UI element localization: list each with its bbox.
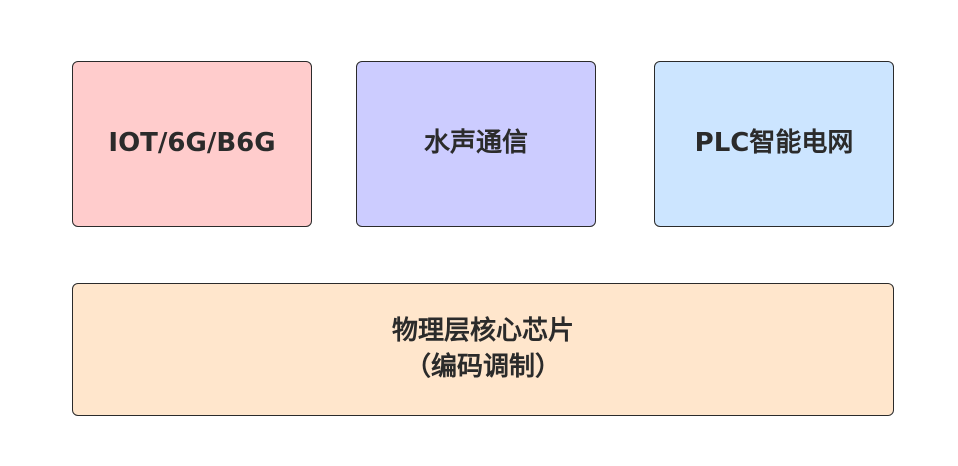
underwater-acoustic-box: 水声通信	[356, 61, 596, 227]
physical-layer-core-chip-box: 物理层核心芯片 （编码调制）	[72, 283, 894, 416]
core-chip-title: 物理层核心芯片	[391, 316, 574, 347]
iot-6g-b6g-box: IOT/6G/B6G	[72, 61, 312, 227]
plc-smart-grid-box: PLC智能电网	[654, 61, 894, 227]
core-chip-subtitle: （编码调制）	[404, 351, 561, 382]
plc-smart-grid-label: PLC智能电网	[694, 128, 854, 159]
iot-6g-b6g-label: IOT/6G/B6G	[108, 128, 276, 159]
underwater-acoustic-label: 水声通信	[423, 128, 528, 159]
